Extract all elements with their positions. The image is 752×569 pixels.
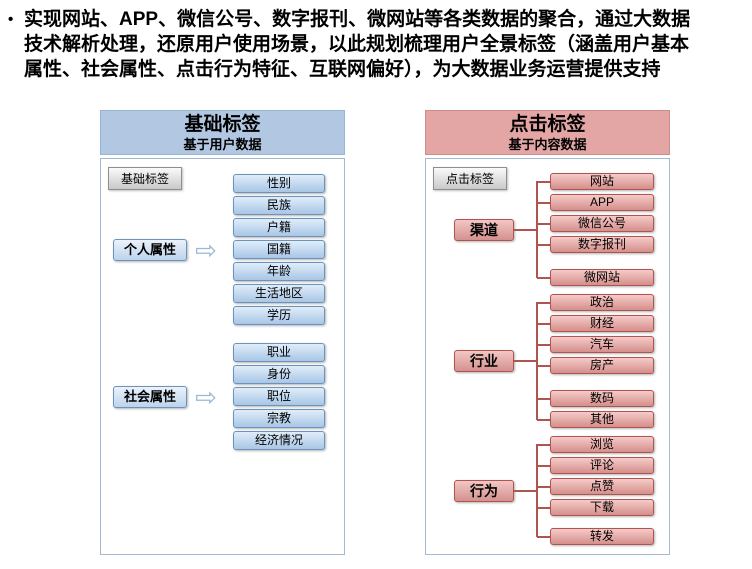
intro-text: 实现网站、APP、微信公号、数字报刊、微网站等各类数据的聚合，通过大数据 技术解… bbox=[24, 7, 690, 82]
connector-line bbox=[514, 228, 536, 231]
social-attributes-group: 社会属性 ⇨ 职业 身份 职位 宗教 经济情况 bbox=[101, 343, 344, 450]
social-attributes-category: 社会属性 bbox=[113, 385, 187, 408]
tag-item: 职位 bbox=[233, 387, 325, 406]
click-tags-title: 点击标签 bbox=[509, 114, 586, 135]
social-attributes-items: 职业 身份 职位 宗教 经济情况 bbox=[233, 343, 325, 450]
tag-item: 经济情况 bbox=[233, 431, 325, 450]
basic-tags-panel: 基础标签 基于用户数据 基础标签 个人属性 ⇨ 性别 民族 户籍 国籍 年龄 生… bbox=[100, 110, 345, 555]
channel-category: 渠道 bbox=[454, 218, 514, 241]
tag-item: 点赞 bbox=[537, 478, 654, 495]
tag-item: 身份 bbox=[233, 365, 325, 384]
tag-item: 国籍 bbox=[233, 240, 325, 259]
tag-item: 下载 bbox=[537, 499, 654, 516]
basic-tags-header: 基础标签 基于用户数据 bbox=[100, 110, 345, 155]
connector-line bbox=[514, 489, 536, 492]
basic-tags-box: 基础标签 个人属性 ⇨ 性别 民族 户籍 国籍 年龄 生活地区 学历 社会属性 … bbox=[100, 158, 345, 555]
tag-item: 户籍 bbox=[233, 218, 325, 237]
intro-line: 实现网站、APP、微信公号、数字报刊、微网站等各类数据的聚合，通过大数据 bbox=[24, 9, 691, 30]
intro-paragraph: • 实现网站、APP、微信公号、数字报刊、微网站等各类数据的聚合，通过大数据 技… bbox=[8, 7, 746, 82]
connector-line bbox=[514, 360, 536, 362]
tag-item: 浏览 bbox=[537, 436, 654, 453]
behavior-items: 浏览 评论 点赞 下载 转发 bbox=[536, 436, 654, 545]
click-tags-subtitle: 基于内容数据 bbox=[508, 137, 587, 152]
tag-item: 评论 bbox=[537, 457, 654, 474]
bullet-icon: • bbox=[8, 11, 14, 28]
tag-item: 微信公号 bbox=[537, 215, 654, 232]
tag-item: 民族 bbox=[233, 196, 325, 215]
industry-category: 行业 bbox=[454, 350, 514, 372]
personal-attributes-category: 个人属性 bbox=[113, 238, 187, 261]
tag-item: 数字报刊 bbox=[537, 236, 654, 253]
click-tags-box-label: 点击标签 bbox=[433, 167, 508, 190]
tag-item: 性别 bbox=[233, 174, 325, 193]
right-arrow-icon: ⇨ bbox=[195, 234, 217, 265]
tag-item: 转发 bbox=[537, 528, 654, 545]
right-arrow-icon: ⇨ bbox=[195, 381, 217, 412]
tag-item: 数码 bbox=[537, 390, 654, 407]
tag-item: 宗教 bbox=[233, 409, 325, 428]
personal-attributes-group: 个人属性 ⇨ 性别 民族 户籍 国籍 年龄 生活地区 学历 bbox=[101, 174, 344, 325]
click-tags-box: 点击标签 渠道 网站 APP 微信公号 数字报刊 微网站 行业 政治 财经 汽车… bbox=[425, 158, 670, 555]
channel-group: 渠道 网站 APP 微信公号 数字报刊 微网站 bbox=[426, 173, 669, 286]
basic-tags-subtitle: 基于用户数据 bbox=[183, 137, 262, 152]
tag-item: 职业 bbox=[233, 343, 325, 362]
industry-group: 行业 政治 财经 汽车 房产 数码 其他 bbox=[426, 294, 669, 428]
tag-item: 财经 bbox=[537, 315, 654, 332]
intro-line: 技术解析处理，还原用户使用场景，以此规划梳理用户全景标签（涵盖用户基本 bbox=[24, 34, 690, 55]
tag-item: 网站 bbox=[537, 173, 654, 190]
personal-attributes-items: 性别 民族 户籍 国籍 年龄 生活地区 学历 bbox=[233, 174, 325, 325]
tag-item: 年龄 bbox=[233, 262, 325, 281]
tag-item: 微网站 bbox=[537, 269, 654, 286]
tag-item: 房产 bbox=[537, 357, 654, 374]
tag-item: 学历 bbox=[233, 306, 325, 325]
tag-item: 汽车 bbox=[537, 336, 654, 353]
industry-items: 政治 财经 汽车 房产 数码 其他 bbox=[536, 294, 654, 428]
intro-line: 属性、社会属性、点击行为特征、互联网偏好），为大数据业务运营提供支持 bbox=[24, 59, 661, 80]
tag-item: APP bbox=[537, 194, 654, 211]
behavior-category: 行为 bbox=[454, 479, 514, 502]
click-tags-panel: 点击标签 基于内容数据 点击标签 渠道 网站 APP 微信公号 数字报刊 微网站… bbox=[425, 110, 670, 555]
basic-tags-box-label: 基础标签 bbox=[108, 167, 183, 190]
click-tags-header: 点击标签 基于内容数据 bbox=[425, 110, 670, 155]
tag-item: 政治 bbox=[537, 294, 654, 311]
tag-item: 其他 bbox=[537, 411, 654, 428]
basic-tags-title: 基础标签 bbox=[184, 114, 261, 135]
behavior-group: 行为 浏览 评论 点赞 下载 转发 bbox=[426, 436, 669, 545]
channel-items: 网站 APP 微信公号 数字报刊 微网站 bbox=[536, 173, 654, 286]
tag-item: 生活地区 bbox=[233, 284, 325, 303]
